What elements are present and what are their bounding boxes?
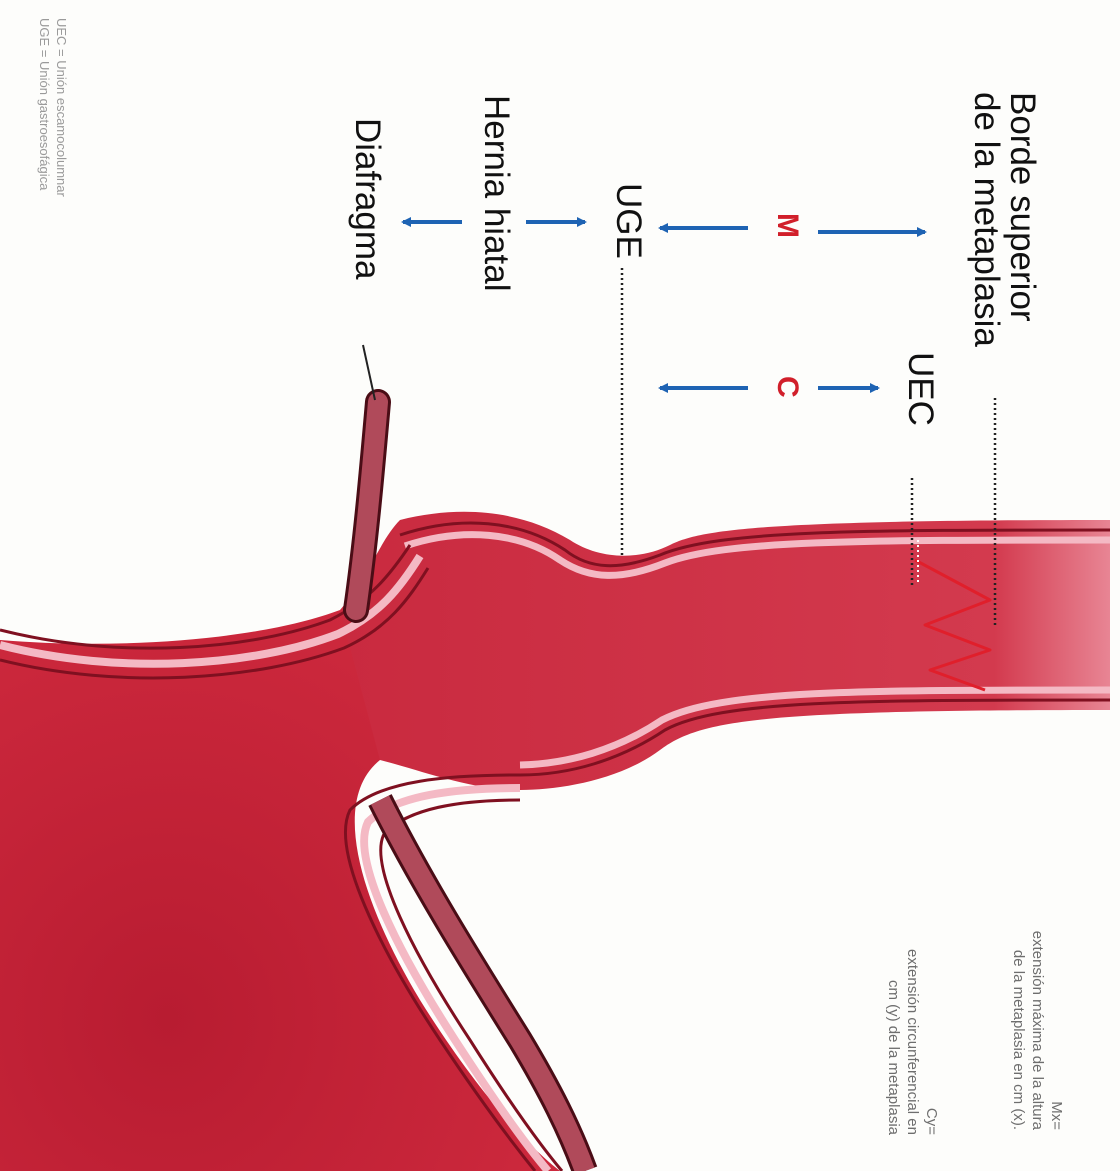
note-cy: Cy= extensión circunferencial en cm (y) …: [884, 790, 941, 1135]
legend-uec: UEC = Unión escamocolumnar: [53, 18, 70, 197]
label-uec: UEC: [902, 352, 938, 426]
legend-uge: UGE = Unión gastroesofágica: [36, 18, 53, 197]
label-c: C: [772, 376, 802, 398]
legend-abbreviations: UEC = Unión escamocolumnar UGE = Unión g…: [36, 18, 70, 197]
label-diafragma: Diafragma: [349, 118, 385, 279]
label-m: M: [772, 213, 802, 238]
label-hernia-hiatal: Hernia hiatal: [478, 95, 514, 292]
note-mx-term: Mx=: [1047, 790, 1066, 1130]
label-borde-superior: Borde superior de la metaplasia: [968, 92, 1040, 347]
note-cy-term: Cy=: [922, 790, 941, 1135]
label-uge: UGE: [610, 183, 646, 259]
diafragma-leader-line: [363, 345, 375, 400]
note-mx: Mx= extensión máxima de la altura de la …: [1009, 790, 1066, 1130]
